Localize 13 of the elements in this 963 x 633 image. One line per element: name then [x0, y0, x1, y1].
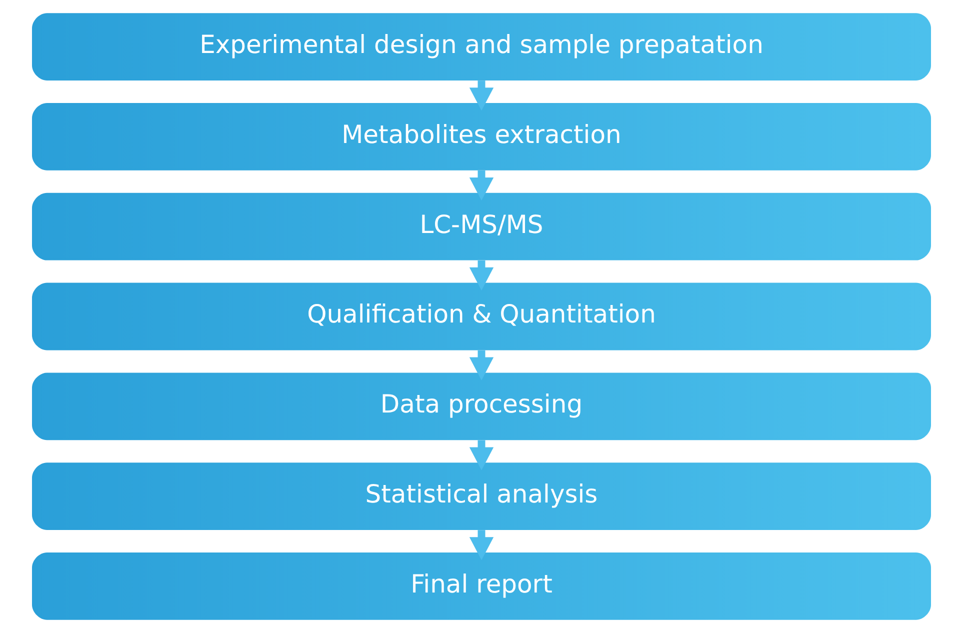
- arrow: [469, 260, 494, 290]
- arrow: [469, 170, 494, 201]
- arrow: [469, 530, 494, 560]
- node-box: Final report: [32, 552, 931, 620]
- node-box: Data processing: [32, 372, 931, 440]
- arrow: [469, 440, 494, 470]
- node-box: Qualification & Quantitation: [32, 282, 931, 350]
- node-box: Metabolites extraction: [32, 102, 931, 170]
- node-box: LC-MS/MS: [32, 192, 931, 260]
- arrow: [469, 80, 494, 111]
- node-box: Experimental design and sample prepatation: [32, 13, 931, 80]
- node-box: Statistical analysis: [32, 462, 931, 530]
- arrow: [469, 350, 494, 380]
